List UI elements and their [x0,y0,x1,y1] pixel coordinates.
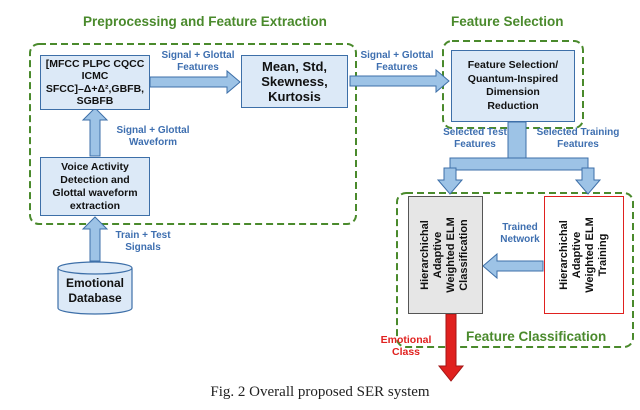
training-line-2: Adaptive [571,231,583,279]
arrow-features-to-stats [149,69,241,95]
label-emotional-class: Emotional Class [370,334,442,358]
label-selected-training-1: Selected Training [536,127,620,138]
label-selected-test-2: Features [454,139,496,150]
selection-line-4: Reduction [487,99,539,112]
classification-line-1: Hierarchichal [419,220,431,290]
label-selected-test-1: Selected Test [443,127,507,138]
classification-box [408,196,483,314]
label-selected-training-2: Features [557,139,599,150]
training-text: Hierarchichal Adaptive Weighted ELM Trai… [547,200,621,310]
label-trained-network-1: Trained [502,222,538,233]
selection-line-2: Quantum-Inspired [467,72,559,85]
label-trained-network-2: Network [500,234,540,245]
feature-list-line-2: ICMC [81,70,109,82]
figure-caption: Fig. 2 Overall proposed SER system [210,384,430,400]
label-signal-glottal-features-2: Features [177,62,219,73]
vad-line-3: Glottal waveform [52,186,138,199]
statistics-line-3: Kurtosis [268,89,321,104]
label-selected-test-features: Selected Test Features [432,127,518,151]
feature-classification-title: Feature Classification [466,329,607,344]
feature-list-box: [MFCC PLPC CQCC ICMC SFCC]–Δ+Δ²,GBFB, SG… [40,55,150,110]
database-line-2: Database [68,291,122,305]
label-emotional-class-1: Emotional [380,334,432,346]
label-signal-glottal-features-b-1: Signal + Glottal [360,50,434,61]
label-train-test-1: Train + Test [115,230,171,241]
classification-line-3: Weighted ELM [445,217,457,293]
arrow-to-training [574,167,602,195]
feature-selection-box: Feature Selection/ Quantum-Inspired Dime… [451,50,575,122]
vad-line-1: Voice Activity [61,160,129,173]
preprocessing-title: Preprocessing and Feature Extraction [83,14,327,29]
feature-list-line-1: [MFCC PLPC CQCC [45,57,145,70]
preprocessing-group [29,43,357,225]
label-signal-glottal-features-b-2: Features [376,62,418,73]
label-trained-network: Trained Network [493,222,547,246]
label-train-test-2: Signals [125,242,161,253]
label-emotional-class-2: Class [391,346,421,358]
label-signal-glottal-waveform-2: Waveform [129,137,177,148]
feature-selection-title: Feature Selection [451,14,564,29]
vad-line-2: Detection and [60,173,130,186]
statistics-box: Mean, Std, Skewness, Kurtosis [241,55,348,108]
classification-line-4: Classification [458,219,470,291]
database-cylinder [57,261,133,315]
database-label: Emotional Database [58,276,132,306]
vad-line-4: extraction [69,199,121,212]
label-signal-glottal-features-1: Signal + Glottal [161,50,235,61]
statistics-line-2: Skewness, [261,74,328,89]
vad-glottal-box: Voice Activity Detection and Glottal wav… [40,157,150,216]
classification-line-2: Adaptive [432,231,444,279]
arrow-emotional-class [437,313,465,382]
label-signal-glottal-features-b: Signal + Glottal Features [352,50,442,74]
label-selected-training-features: Selected Training Features [526,127,630,151]
training-line-3: Weighted ELM [584,217,596,293]
selection-line-3: Dimension [486,86,540,98]
label-signal-glottal-waveform-1: Signal + Glottal [116,125,190,136]
selection-line-1: Feature Selection/ [467,59,559,71]
label-signal-glottal-features: Signal + Glottal Features [153,50,243,74]
classification-text: Hierarchichal Adaptive Weighted ELM Clas… [408,200,482,310]
arrow-stats-to-selection [349,68,450,94]
arrow-to-classification [436,167,464,195]
database-line-1: Emotional [65,276,124,290]
arrow-db-to-vad [81,216,109,262]
training-line-4: Training [597,233,609,277]
feature-classification-group [396,192,634,348]
arrow-training-to-classification [482,252,544,280]
training-box [544,196,624,314]
feature-list-line-3: SFCC]–Δ+Δ²,GBFB, [45,82,145,95]
statistics-line-1: Mean, Std, [261,59,327,74]
label-train-test-signals: Train + Test Signals [108,230,178,254]
arrow-vad-to-features [81,107,109,157]
feature-list-line-4: SGBFB [76,95,114,107]
label-signal-glottal-waveform: Signal + Glottal Waveform [108,125,198,149]
training-line-1: Hierarchichal [558,220,570,290]
arrow-split-bar [449,157,589,171]
